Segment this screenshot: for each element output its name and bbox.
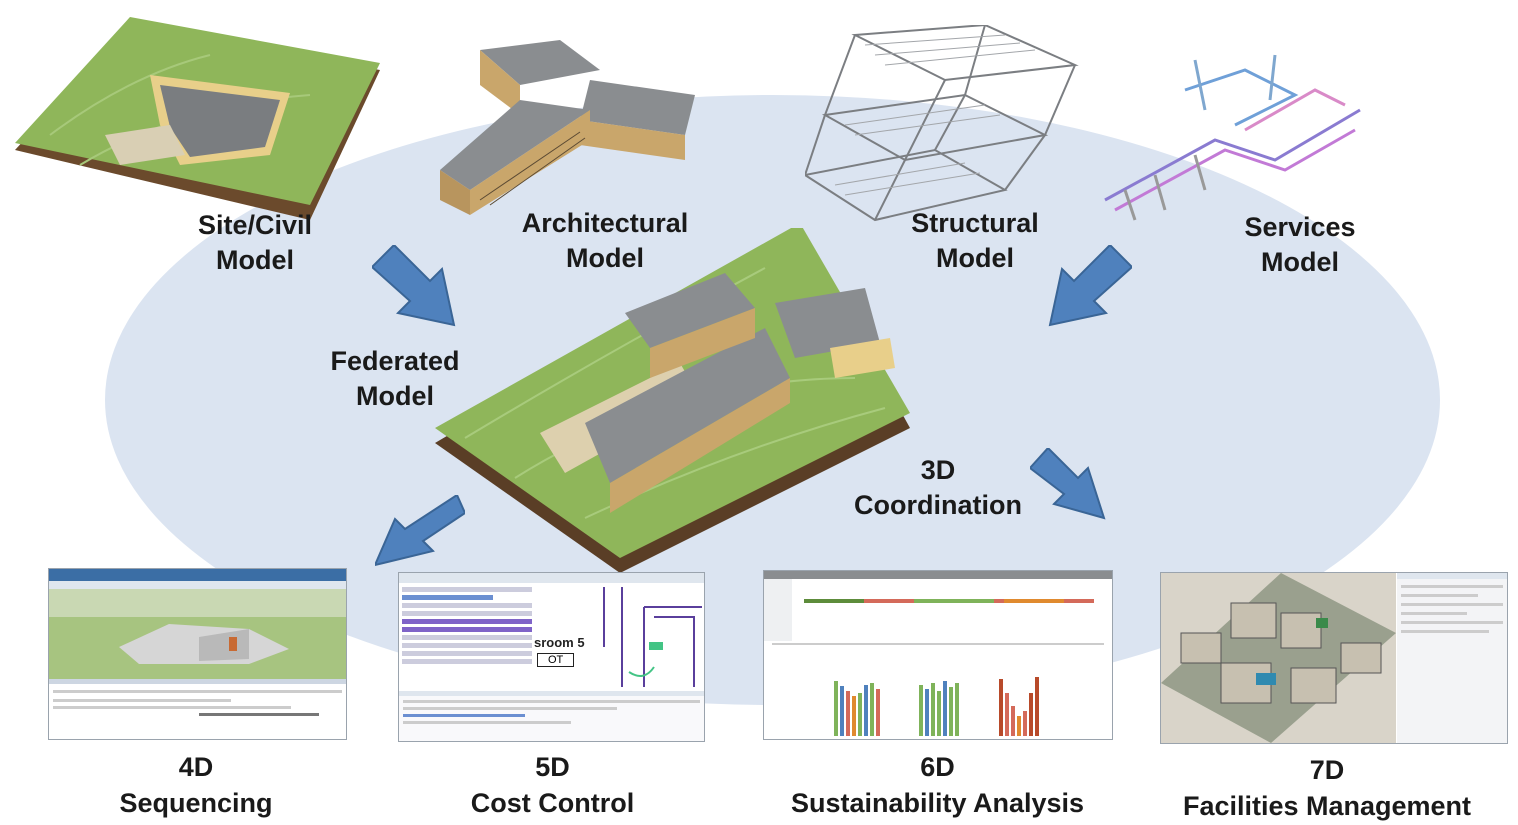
architectural-model-icon bbox=[440, 40, 695, 215]
federated-model-icon bbox=[435, 228, 910, 573]
arrow-to-outputs-right-icon bbox=[1030, 448, 1106, 520]
arrow-to-outputs-left-icon bbox=[375, 495, 465, 567]
site-model-icon bbox=[15, 17, 380, 220]
sequencing-label: 4D Sequencing bbox=[119, 752, 273, 818]
federated-model-label: Federated Model bbox=[330, 346, 460, 412]
services-model-label: Services Model bbox=[1244, 212, 1356, 278]
coordination-label: 3D Coordination bbox=[854, 455, 1022, 521]
structural-model-icon bbox=[805, 25, 1079, 222]
sustainability-screenshot bbox=[763, 570, 1113, 740]
facilities-screenshot bbox=[1160, 572, 1508, 744]
services-model-icon bbox=[1104, 54, 1361, 221]
cost-room-label: sroom 5 bbox=[534, 635, 585, 650]
sustainability-label: 6D Sustainability Analysis bbox=[790, 752, 1085, 818]
arrow-site-to-federated-icon bbox=[372, 245, 456, 327]
site-civil-model-label: Site/Civil Model bbox=[197, 210, 313, 276]
structural-model-label: Structural Model bbox=[911, 208, 1039, 274]
sequencing-screenshot bbox=[48, 568, 347, 740]
cost-room-value: OT bbox=[537, 653, 575, 667]
cost-control-screenshot: sroom 5 OT bbox=[398, 572, 705, 742]
arrow-services-to-federated-icon bbox=[1048, 245, 1132, 327]
cost-control-label: 5D Cost Control bbox=[470, 752, 635, 818]
architectural-model-label: Architectural Model bbox=[521, 208, 689, 274]
facilities-label: 7D Facilities Management bbox=[1182, 755, 1472, 821]
